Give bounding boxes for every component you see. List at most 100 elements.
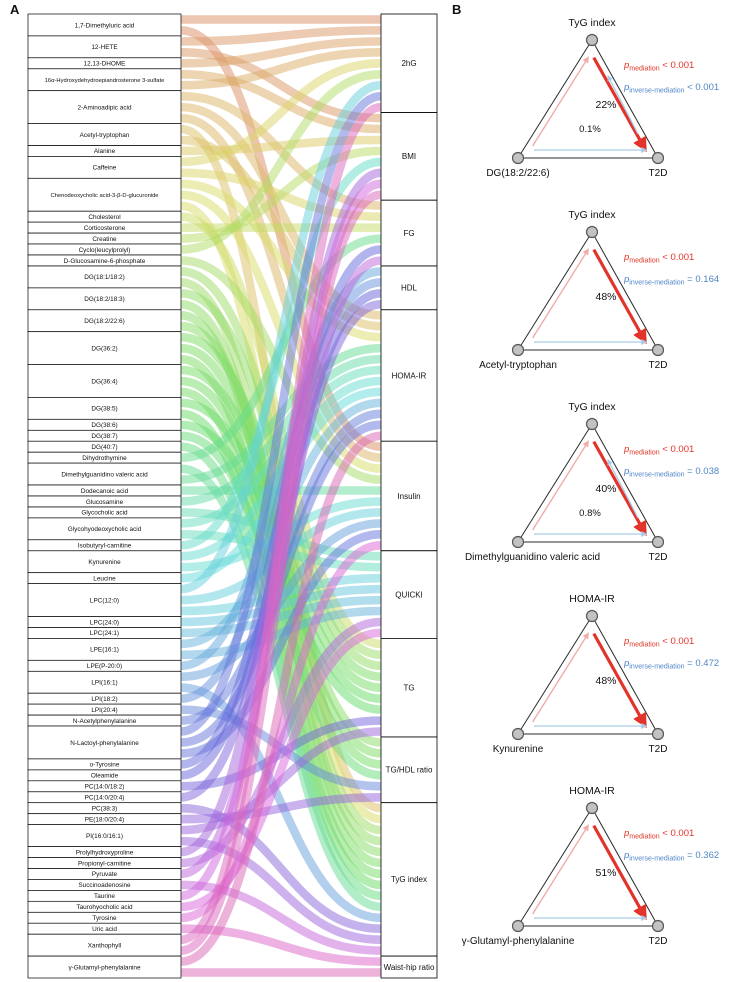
outcome-label: T2D xyxy=(649,168,668,179)
metabolite-label: PC(14:0/18:2) xyxy=(85,784,125,791)
p-inverse-mediation-text: pinverse-mediation = 0.362 xyxy=(623,850,719,862)
metabolite-label: LPC(24:0) xyxy=(90,619,119,626)
exposure-node xyxy=(511,919,525,933)
p-inverse-mediation-text: pinverse-mediation = 0.472 xyxy=(623,658,719,670)
mediator-label: TyG index xyxy=(568,209,616,221)
metabolite-label: Acetyl-tryptophan xyxy=(80,132,130,139)
outcome-label: T2D xyxy=(649,744,668,755)
metabolite-label: Dihydrothymine xyxy=(82,455,127,462)
sankey-ribbon xyxy=(180,190,382,955)
metabolite-label: DG(40:7) xyxy=(91,444,117,451)
metabolite-label: LPE(16:1) xyxy=(90,647,119,654)
mediation-arrow xyxy=(592,56,647,153)
edge-exposure-mediator xyxy=(517,615,593,735)
sankey-ribbon xyxy=(180,924,382,966)
edge-mediator-outcome xyxy=(591,423,659,543)
metabolite-label: Cholesterol xyxy=(88,214,120,221)
measure-label: Insulin xyxy=(397,492,420,501)
exposure-label: Kynurenine xyxy=(493,744,544,755)
measure-label: HOMA-IR xyxy=(392,371,427,380)
p-mediation-text: pmediation < 0.001 xyxy=(623,60,694,72)
panel-a-label: A xyxy=(10,2,20,17)
metabolite-box xyxy=(27,955,182,979)
exposure-label: Acetyl-tryptophan xyxy=(479,360,557,371)
outcome-label: T2D xyxy=(649,360,668,371)
mediation-percent: 48% xyxy=(595,291,616,303)
metabolite-label: Taurohyocholic acid xyxy=(76,904,133,911)
measure-label: HDL xyxy=(401,284,418,293)
metabolite-box xyxy=(27,364,182,398)
edge-mediator-outcome xyxy=(591,231,659,351)
metabolite-label: Corticosterone xyxy=(84,225,126,232)
metabolite-box xyxy=(27,331,182,365)
mediator-node xyxy=(585,417,599,431)
metabolite-label: Kynurenine xyxy=(88,559,121,566)
metabolite-label: DG(36:2) xyxy=(91,345,117,352)
metabolite-label: N-Acetylphenylalanine xyxy=(73,718,137,725)
measure-box xyxy=(380,309,438,442)
p-mediation-text: pmediation < 0.001 xyxy=(623,252,694,264)
edge-exposure-mediator xyxy=(517,231,593,351)
metabolite-label: Tyrosine xyxy=(92,915,117,922)
sankey-ribbon xyxy=(180,91,382,736)
panel-b-label: B xyxy=(452,2,462,17)
mediator-node xyxy=(585,609,599,623)
metabolite-label: Propionyl-carnitine xyxy=(78,860,131,867)
metabolite-label: D-Glucosamine-6-phosphate xyxy=(64,258,146,265)
exposure-label: DG(18:2/22:6) xyxy=(486,168,549,179)
metabolite-label: LPI(16:1) xyxy=(91,680,117,687)
metabolite-label: Oleamide xyxy=(91,773,119,780)
metabolite-label: Isobutyryl-carnitine xyxy=(78,543,132,550)
metabolite-label: Creatine xyxy=(92,236,117,243)
mediator-label: TyG index xyxy=(568,401,616,413)
metabolite-label: 1,7-Dimethyluric acid xyxy=(75,22,135,29)
mediator-label: HOMA-IR xyxy=(569,593,615,605)
exposure-node xyxy=(511,535,525,549)
sankey-ribbon xyxy=(180,716,382,791)
edge-exposure-mediator xyxy=(517,39,593,159)
measure-label: QUICKI xyxy=(395,590,423,599)
mediation-percent: 48% xyxy=(595,675,616,687)
p-mediation-text: pmediation < 0.001 xyxy=(623,828,694,840)
outcome-node xyxy=(651,727,665,741)
inverse-percent: 0.8% xyxy=(579,508,601,519)
mediator-label: HOMA-IR xyxy=(569,785,615,797)
metabolite-label: Glycohyodeoxycholic acid xyxy=(68,526,142,533)
metabolite-label: Glycocholic acid xyxy=(81,510,128,517)
metabolite-label: γ-Glutamyl-phenylalanine xyxy=(68,964,141,971)
metabolite-label: 16α-Hydroxydehydroepiandrosterone 3-sulf… xyxy=(45,78,165,84)
metabolite-label: Alanine xyxy=(94,148,116,155)
edge-exposure-mediator xyxy=(517,423,593,543)
sankey-ribbon xyxy=(180,102,382,944)
p-mediation-text: pmediation < 0.001 xyxy=(623,444,694,456)
exposure-label: Dimethylguanidino valeric acid xyxy=(465,552,600,563)
path-a-arrow xyxy=(532,632,589,723)
metabolite-label: Caffeine xyxy=(93,165,117,172)
sankey-ribbon xyxy=(180,37,382,68)
exposure-label: γ-Glutamyl-phenylalanine xyxy=(462,936,575,947)
metabolite-label: Dimethylguanidino valeric acid xyxy=(61,471,148,478)
measure-label: FG xyxy=(403,229,414,238)
sankey-ribbon xyxy=(180,431,382,966)
metabolite-label: LPC(24:1) xyxy=(90,630,119,637)
mediator-node xyxy=(585,33,599,47)
metabolite-label: DG(18:1/18:2) xyxy=(84,274,125,281)
mediation-diagram: TyG indexDG(18:2/22:6)T2D22%0.1%pmediati… xyxy=(486,17,719,179)
metabolite-label: PC(38:3) xyxy=(92,806,118,813)
path-a-arrow xyxy=(532,56,589,147)
mediation-percent: 51% xyxy=(595,867,616,879)
mediation-percent: 22% xyxy=(595,99,616,111)
metabolite-label: PE(18:0/20:4) xyxy=(85,817,124,824)
metabolite-box xyxy=(27,725,182,760)
mediation-arrow xyxy=(592,440,647,537)
outcome-node xyxy=(651,151,665,165)
metabolite-label: DG(36:4) xyxy=(91,378,117,385)
measure-label: 2hG xyxy=(401,59,416,68)
outcome-label: T2D xyxy=(649,552,668,563)
exposure-node xyxy=(511,343,525,357)
metabolite-label: LPI(20:4) xyxy=(91,707,117,714)
sankey-ribbon xyxy=(180,80,382,594)
